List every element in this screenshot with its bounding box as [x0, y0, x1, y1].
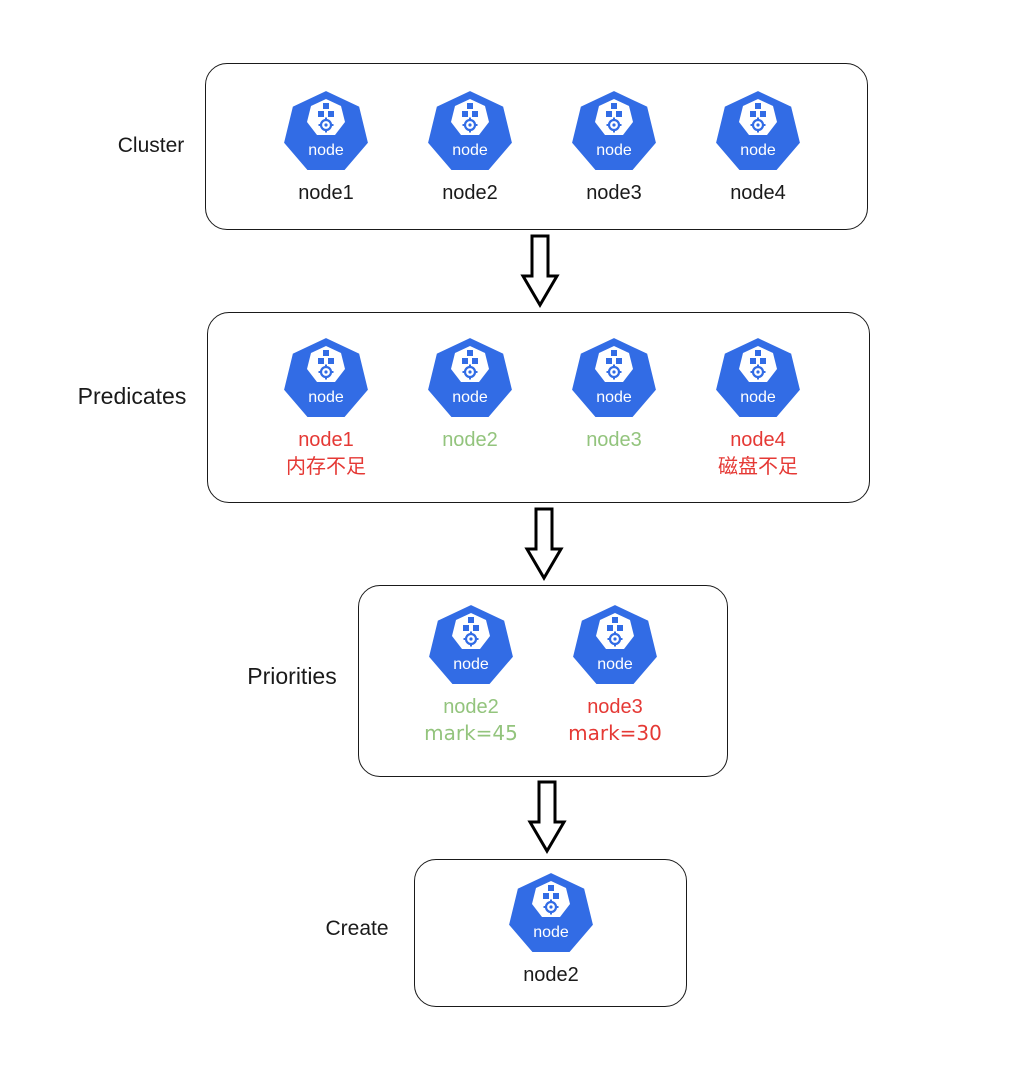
priorities-box: node node2 mark=45 node node3 mark=30 — [358, 585, 728, 777]
cluster-node-3: node node3 — [564, 88, 664, 206]
node-name: node3 — [586, 182, 642, 204]
node-icon-label: node — [596, 389, 632, 406]
node-note: 磁盘不足 — [718, 454, 798, 478]
cluster-node-4: node node4 — [708, 88, 808, 206]
node-icon: node — [281, 335, 371, 419]
node-icon: node — [713, 335, 803, 419]
node-icon: node — [426, 602, 516, 686]
node-icon-label: node — [452, 389, 488, 406]
priorities-node-1: node node2 mark=45 — [421, 602, 521, 746]
node-icon-label: node — [452, 142, 488, 159]
node-icon: node — [569, 88, 659, 172]
predicates-box: node node1 内存不足 node node2 node node3 nod… — [207, 312, 870, 503]
predicates-label: Predicates — [77, 383, 187, 409]
node-name: node4 — [730, 182, 786, 204]
cluster-label: Cluster — [117, 134, 185, 157]
node-note: mark=30 — [568, 721, 662, 745]
node-icon: node — [713, 88, 803, 172]
node-name: node3 — [586, 429, 642, 451]
node-name: node3 — [587, 696, 643, 718]
node-icon-label: node — [308, 142, 344, 159]
node-name: node1 — [298, 429, 354, 451]
node-note: 内存不足 — [286, 454, 366, 478]
node-name: node2 — [442, 182, 498, 204]
node-icon-label: node — [453, 656, 489, 673]
cluster-box: node node1 node node2 node node3 node no… — [205, 63, 868, 230]
predicates-node-4: node node4 磁盘不足 — [708, 335, 808, 479]
node-icon-label: node — [740, 389, 776, 406]
arrow-down-icon — [524, 507, 564, 581]
node-note: mark=45 — [424, 721, 518, 745]
predicates-node-1: node node1 内存不足 — [276, 335, 376, 479]
create-node-1: node node2 — [501, 870, 601, 988]
node-icon: node — [281, 88, 371, 172]
node-name: node2 — [442, 429, 498, 451]
predicates-node-3: node node3 — [564, 335, 664, 453]
node-icon: node — [506, 870, 596, 954]
node-icon: node — [570, 602, 660, 686]
node-name: node1 — [298, 182, 354, 204]
create-box: node node2 — [414, 859, 687, 1007]
node-icon-label: node — [308, 389, 344, 406]
create-label: Create — [325, 917, 389, 940]
node-name: node4 — [730, 429, 786, 451]
node-icon-label: node — [740, 142, 776, 159]
node-icon-label: node — [597, 656, 633, 673]
node-icon: node — [569, 335, 659, 419]
cluster-node-1: node node1 — [276, 88, 376, 206]
node-name: node2 — [443, 696, 499, 718]
cluster-node-2: node node2 — [420, 88, 520, 206]
node-icon-label: node — [533, 924, 569, 941]
node-icon: node — [425, 88, 515, 172]
node-name: node2 — [523, 964, 579, 986]
priorities-label: Priorities — [247, 663, 337, 689]
arrow-down-icon — [527, 780, 567, 854]
node-icon: node — [425, 335, 515, 419]
predicates-node-2: node node2 — [420, 335, 520, 453]
arrow-down-icon — [520, 234, 560, 308]
node-icon-label: node — [596, 142, 632, 159]
priorities-node-2: node node3 mark=30 — [565, 602, 665, 746]
